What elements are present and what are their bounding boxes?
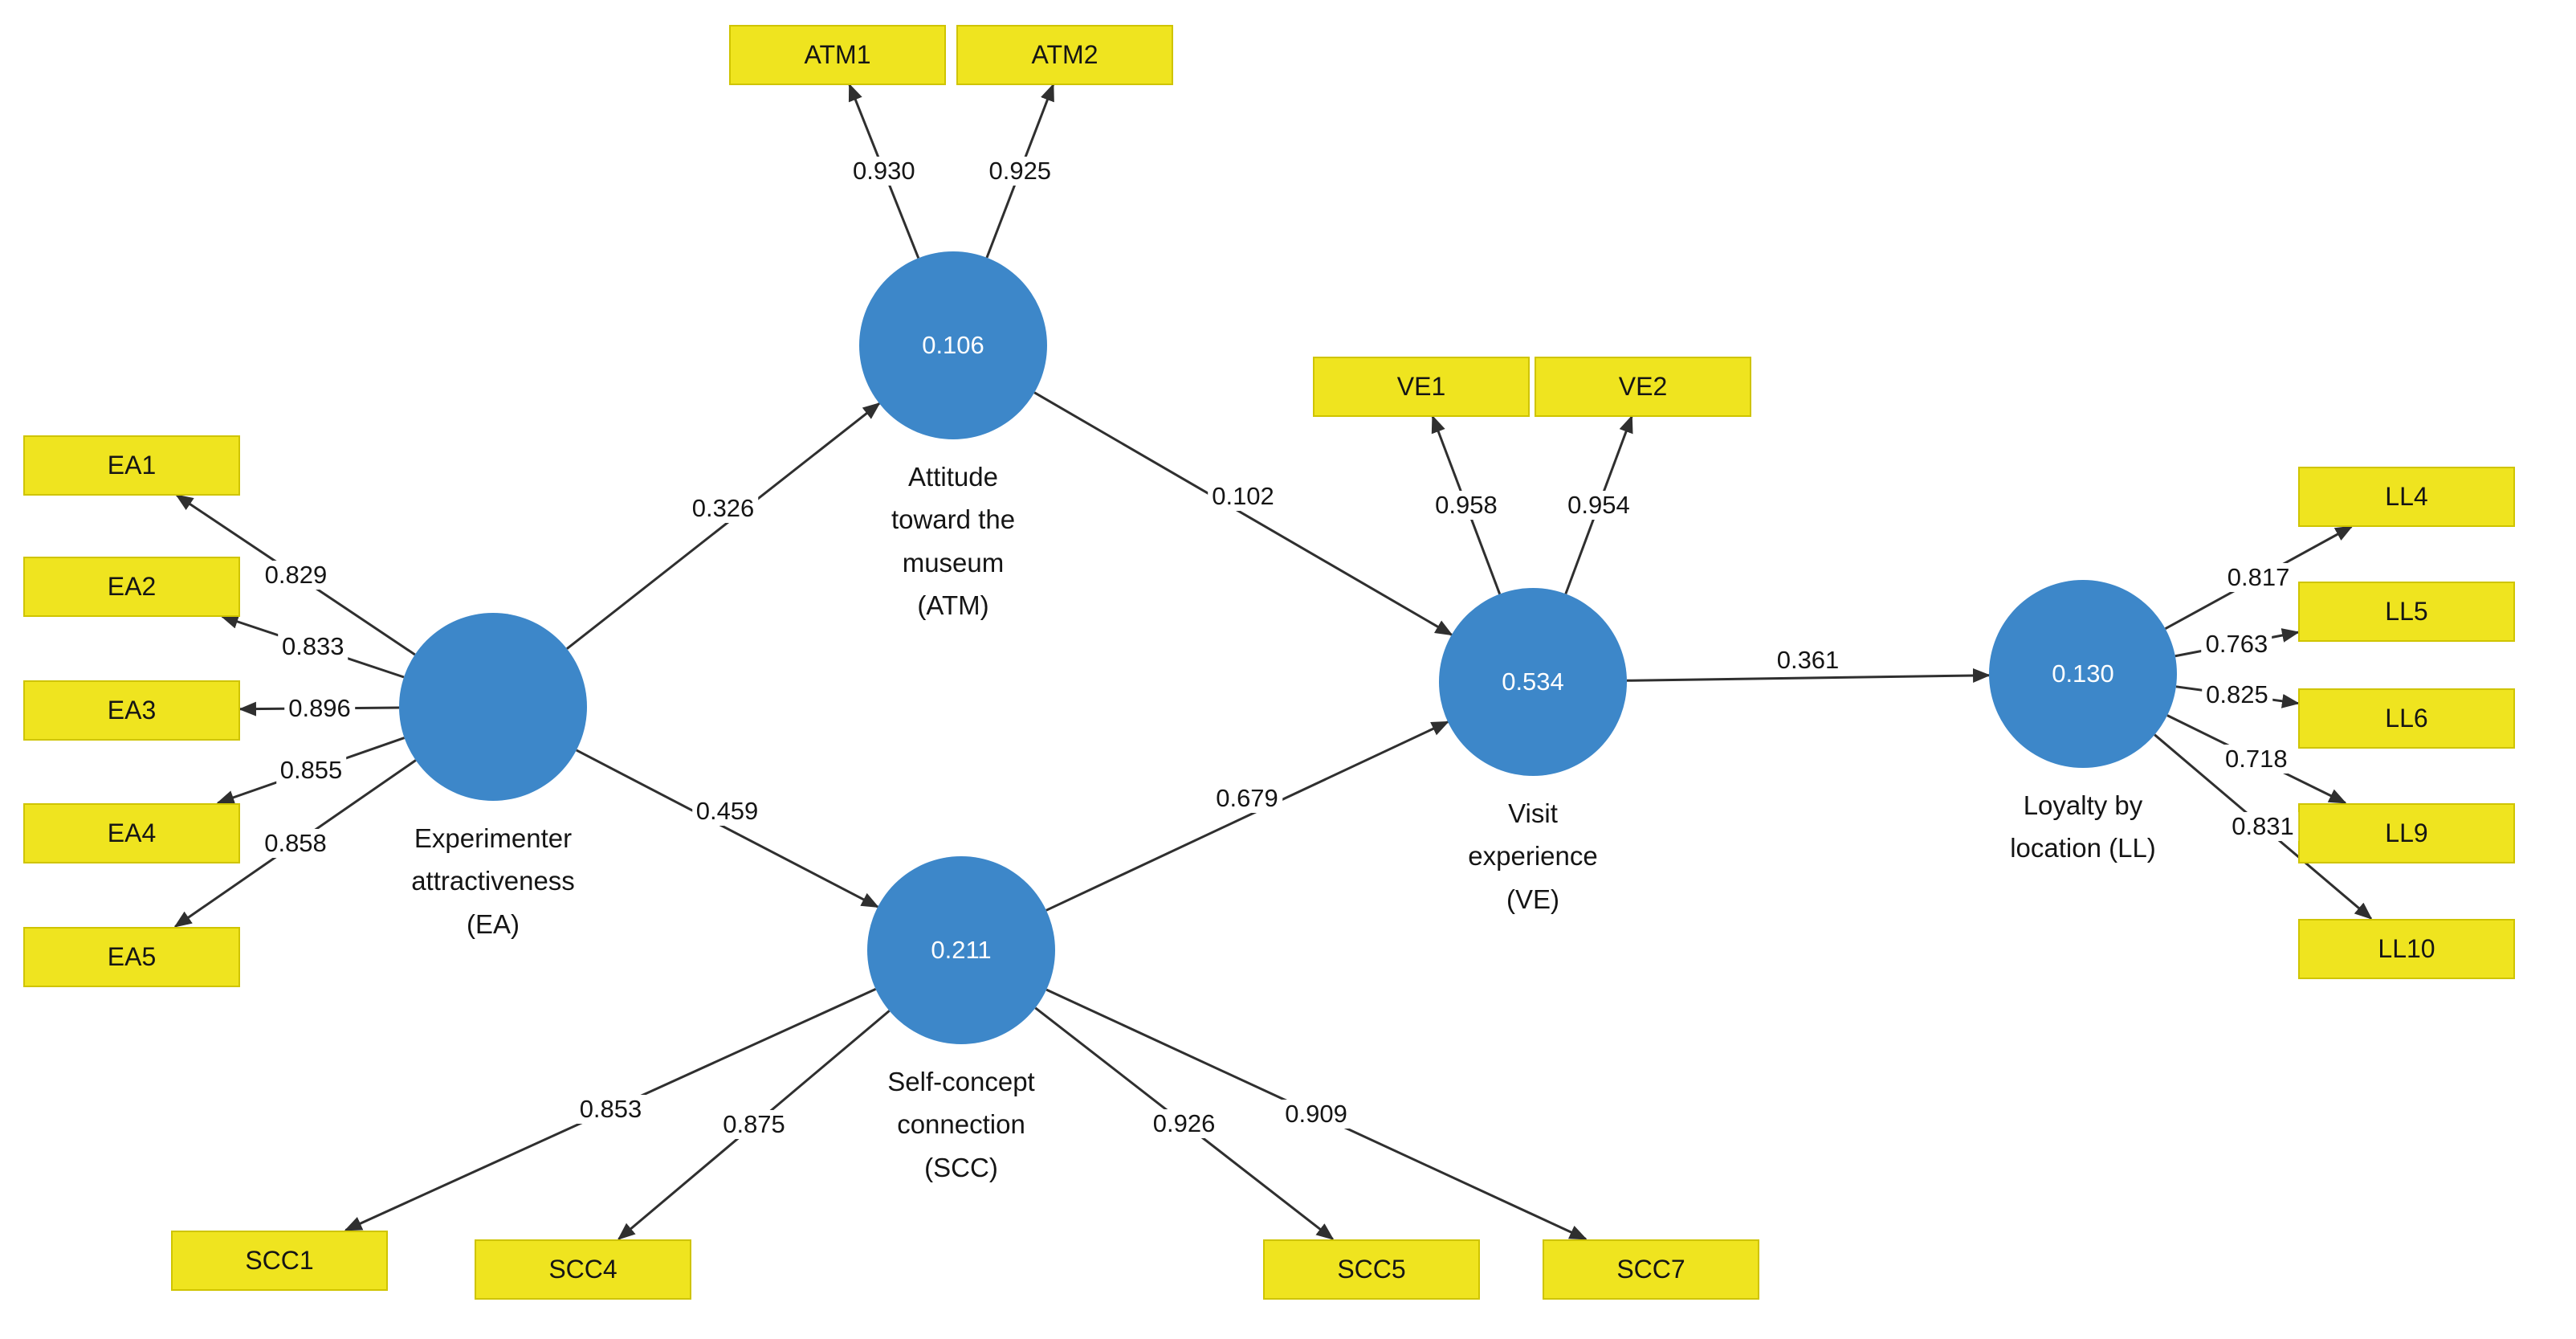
indicator-scc7-box: SCC7 [1543, 1239, 1759, 1300]
indicator-ll10-box: LL10 [2298, 918, 2515, 979]
construct-ve-label: Visit experience (VE) [1468, 798, 1598, 914]
loading-label-ea4: 0.855 [275, 756, 347, 786]
path-coefficient-ve-ll: 0.361 [1772, 646, 1844, 675]
loading-label-atm2: 0.925 [984, 157, 1056, 186]
indicator-ll9-box: LL9 [2298, 802, 2515, 863]
indicator-ea1-box: EA1 [23, 435, 240, 496]
loading-label-scc5: 0.926 [1148, 1108, 1220, 1138]
indicator-ea3-box: EA3 [23, 680, 240, 741]
indicator-scc1-box: SCC1 [171, 1230, 388, 1291]
path-arrow-ea-scc [576, 749, 879, 908]
indicator-ve2-box: VE2 [1535, 356, 1751, 417]
indicator-ll6-box: LL6 [2298, 688, 2515, 749]
indicator-ve1-box: VE1 [1313, 356, 1530, 417]
path-arrow-ve-ll [1626, 668, 1991, 683]
path-arrow-atm-ve [1033, 391, 1453, 636]
construct-scc-label: Self-concept connection (SCC) [887, 1067, 1035, 1182]
loading-label-ea2: 0.833 [277, 632, 348, 662]
indicator-ll4-box: LL4 [2298, 466, 2515, 527]
loading-label-ea1: 0.829 [260, 560, 332, 590]
loading-label-ll6: 0.825 [2202, 680, 2272, 710]
loading-label-ea5: 0.858 [260, 829, 331, 858]
construct-scc-circle: 0.211 [867, 856, 1055, 1044]
indicator-atm2-box: ATM2 [956, 24, 1173, 85]
construct-scc-r2: 0.211 [931, 936, 992, 964]
loading-label-scc4: 0.875 [719, 1110, 789, 1140]
construct-atm-circle: 0.106 [859, 251, 1047, 439]
indicator-ea2-box: EA2 [23, 556, 240, 617]
construct-ll-r2: 0.130 [2052, 659, 2114, 688]
construct-atm-label: Attitude toward the museum (ATM) [891, 462, 1016, 621]
path-coefficient-ea-atm: 0.326 [687, 494, 759, 523]
path-arrow-scc-ve [1045, 721, 1449, 912]
indicator-scc5-box: SCC5 [1263, 1239, 1480, 1300]
path-coefficient-ea-scc: 0.459 [691, 796, 763, 826]
loading-label-ll4: 0.817 [2223, 563, 2294, 593]
indicator-ll5-box: LL5 [2298, 581, 2515, 642]
indicator-atm1-box: ATM1 [729, 24, 946, 85]
loading-label-ll5: 0.763 [2201, 629, 2272, 659]
indicator-ea5-box: EA5 [23, 926, 240, 987]
loading-label-ll10: 0.831 [2228, 812, 2298, 842]
construct-ve-circle: 0.534 [1439, 588, 1627, 776]
path-arrow-ea-atm [566, 402, 881, 650]
loading-label-atm1: 0.930 [849, 157, 919, 186]
path-coefficient-atm-ve: 0.102 [1208, 481, 1278, 511]
construct-ea-circle [399, 613, 587, 801]
construct-ll-circle: 0.130 [1989, 580, 2177, 768]
indicator-ea4-box: EA4 [23, 802, 240, 863]
loading-label-ea3: 0.896 [284, 693, 355, 723]
loading-label-ve1: 0.958 [1431, 491, 1502, 520]
path-coefficient-scc-ve: 0.679 [1212, 784, 1282, 813]
construct-ea-label: Experimenter attractiveness (EA) [411, 823, 575, 939]
loading-label-scc1: 0.853 [575, 1095, 646, 1125]
construct-ll-label: Loyalty by location (LL) [2010, 790, 2156, 863]
construct-atm-r2: 0.106 [922, 331, 984, 359]
loading-label-scc7: 0.909 [1281, 1100, 1351, 1129]
loading-label-ll9: 0.718 [2221, 745, 2292, 774]
construct-ve-r2: 0.534 [1502, 667, 1564, 696]
indicator-scc4-box: SCC4 [475, 1239, 691, 1300]
loading-label-ve2: 0.954 [1563, 490, 1634, 520]
